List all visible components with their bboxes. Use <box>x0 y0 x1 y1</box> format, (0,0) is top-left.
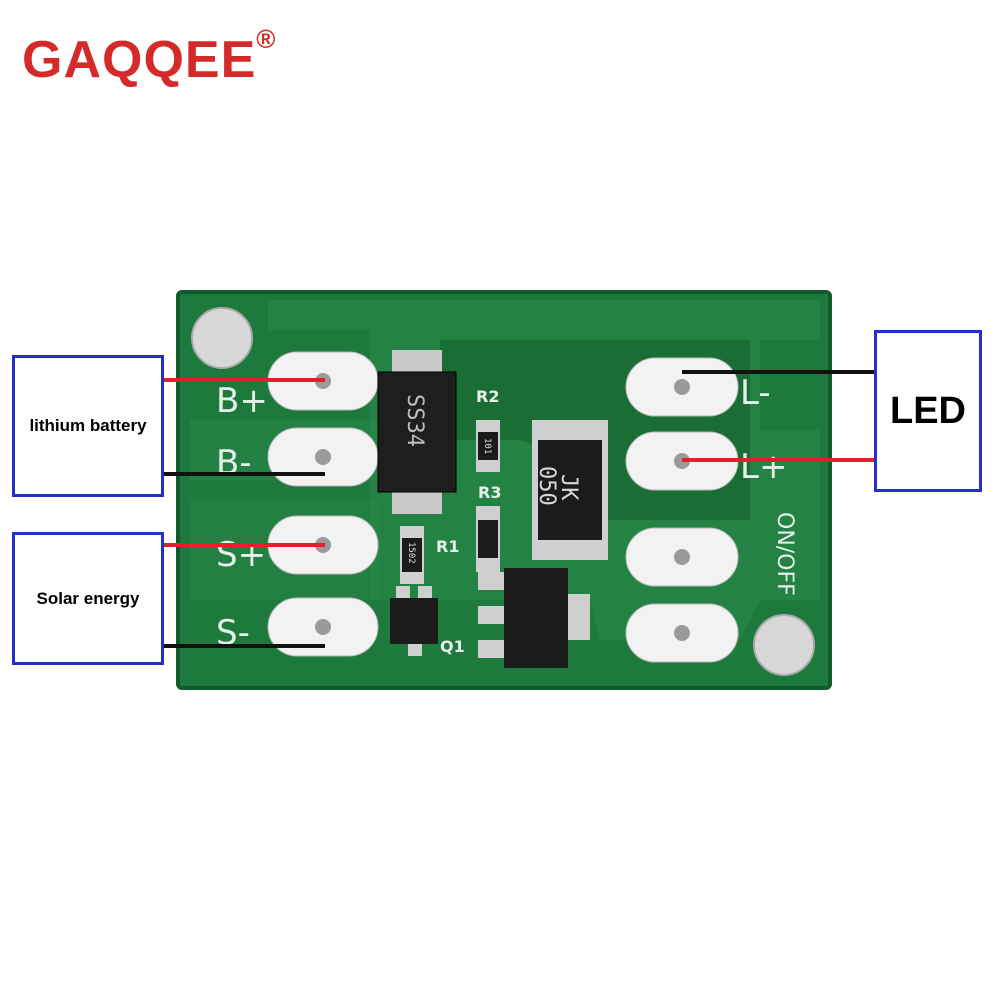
label-r1: R1 <box>436 537 459 556</box>
resistor-r3 <box>476 506 500 572</box>
r1-code: 1502 <box>406 542 416 564</box>
diode-marking: SS34 <box>402 394 427 447</box>
ic-jk050: JK 050 <box>532 420 608 560</box>
resistor-r2: 101 <box>476 420 500 472</box>
label-bplus: B+ <box>216 381 268 421</box>
label-splus: S+ <box>216 535 266 575</box>
callout-led: LED <box>874 330 982 492</box>
mounting-hole <box>753 614 815 676</box>
label-q1: Q1 <box>440 637 465 656</box>
regulator-chip <box>478 568 590 668</box>
callout-solar-energy: Solar energy <box>12 532 164 665</box>
label-bminus: B- <box>216 443 252 483</box>
pad-lminus <box>625 357 739 417</box>
pad-sminus <box>267 597 379 657</box>
transistor-q1 <box>390 586 438 656</box>
label-lplus: L+ <box>740 447 787 487</box>
callout-led-text: LED <box>890 389 966 432</box>
callout-lithium-text: lithium battery <box>29 416 147 435</box>
label-onoff: ON/OFF <box>772 512 797 596</box>
registered-mark: ® <box>256 24 277 54</box>
ic-marking-1: JK <box>556 474 581 501</box>
label-r3: R3 <box>478 483 501 502</box>
label-r2: R2 <box>476 387 499 406</box>
brand-name: GAQQEE <box>22 31 257 89</box>
callout-lithium-battery: lithium battery <box>12 355 164 497</box>
r2-code: 101 <box>482 438 492 454</box>
brand-logo: GAQQEE® <box>22 24 276 90</box>
label-lminus: L- <box>740 373 771 413</box>
ic-marking-2: 050 <box>534 466 559 506</box>
resistor-r1: 1502 <box>400 526 424 584</box>
mounting-hole <box>191 307 253 369</box>
pad-switch-2 <box>625 603 739 663</box>
callout-solar-text: Solar energy <box>36 588 140 608</box>
diode-ss34: SS34 <box>377 350 457 514</box>
pad-switch-1 <box>625 527 739 587</box>
pad-bminus <box>267 427 379 487</box>
